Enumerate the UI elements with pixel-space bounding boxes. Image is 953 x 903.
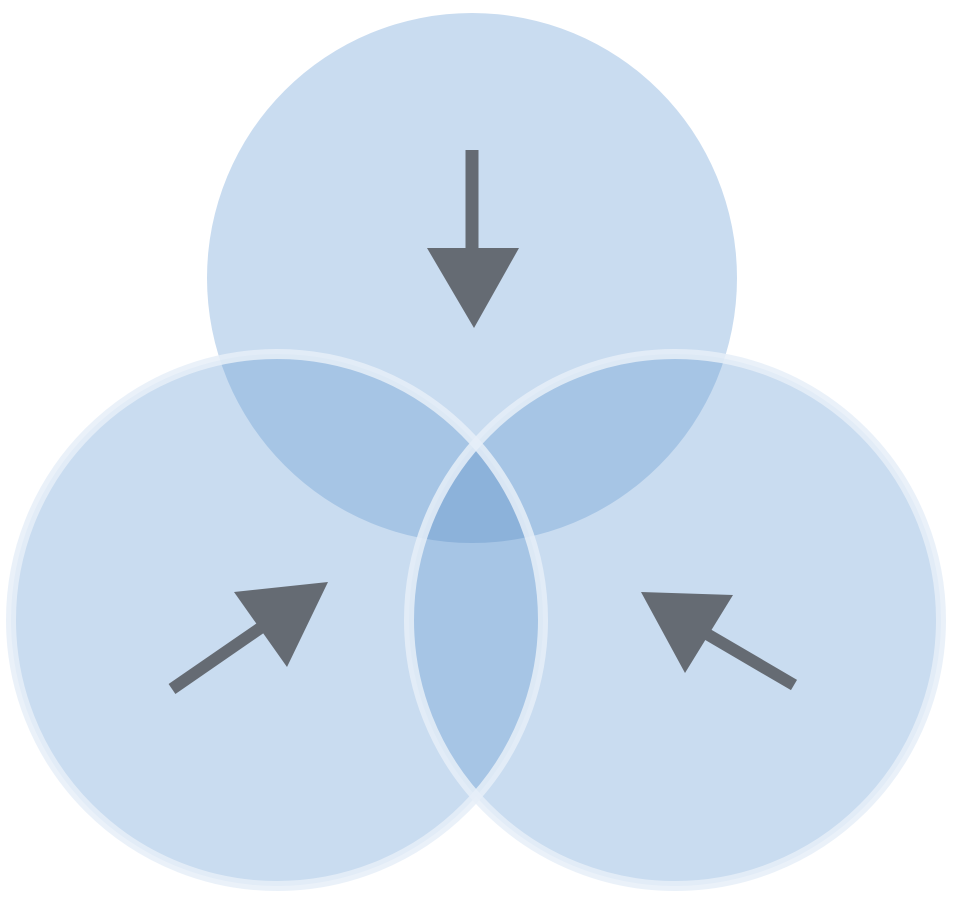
overlap-top-right	[409, 354, 737, 543]
arrow-up-right-icon	[168, 582, 328, 694]
arrow-up-left-icon	[641, 592, 798, 691]
arrow-down-icon	[427, 150, 519, 328]
outline-bottom-left	[6, 349, 548, 891]
outline-bottom-right	[404, 349, 946, 891]
overlap-top-left	[207, 354, 543, 543]
